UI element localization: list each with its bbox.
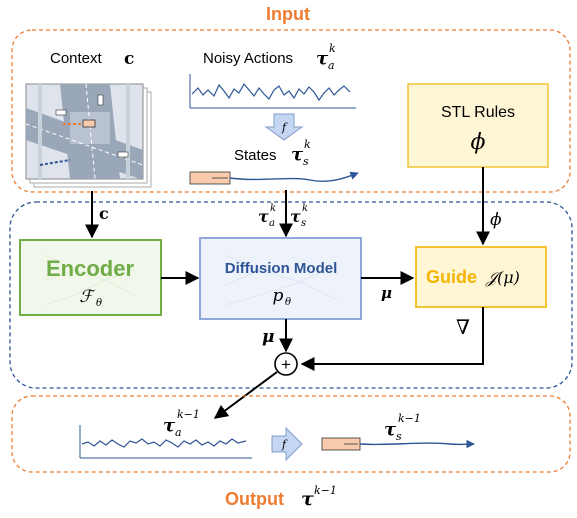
output-states-sub: s [396, 430, 402, 443]
svg-text:τ: τ [290, 207, 301, 226]
states-sup: k [304, 138, 311, 151]
diffusion-model-sub: θ [285, 297, 291, 308]
stl-rules-symbol: ϕ [471, 130, 486, 155]
guide-box: Guide 𝒥(μ) [415, 246, 547, 308]
output-actions-tau: τ [163, 415, 176, 436]
output-section-frame [11, 395, 571, 473]
svg-text:k−1: k−1 [314, 484, 337, 497]
states-sub: s [303, 155, 309, 168]
arrow-guide-gradient [300, 307, 484, 371]
edge-label-c: c [99, 204, 109, 223]
sum-node: + [274, 352, 298, 376]
context-map-image [25, 83, 152, 188]
edge-label-nabla: ∇ [456, 315, 470, 339]
output-actions-sub: a [175, 426, 182, 439]
states-input-group: States τ s k [189, 138, 359, 185]
noisy-actions-curve [191, 82, 351, 102]
svg-text:k: k [302, 203, 308, 214]
diffusion-model-symbol: p [273, 286, 284, 306]
svg-text:τ: τ [301, 488, 314, 510]
stl-rules-box: STL Rules ϕ [407, 83, 549, 168]
dynamics-f-label: f [281, 121, 288, 134]
edge-label-tau-a: τ a k [258, 203, 276, 229]
output-states-group: τ s k−1 [321, 412, 475, 451]
diffusion-model-box: Diffusion Model p θ [199, 237, 362, 320]
sum-symbol: + [281, 355, 291, 374]
guide-label: Guide [426, 267, 477, 287]
output-actions-sup: k−1 [177, 408, 200, 421]
edge-label-tau-s: τ s k [290, 203, 308, 229]
encoder-box: Encoder ℱ θ [19, 239, 162, 316]
input-section-title: Input [266, 4, 310, 24]
dynamics-f-arrow-input: f [264, 113, 304, 141]
states-trajectory [229, 171, 359, 182]
output-states-sup: k−1 [398, 412, 421, 425]
noisy-actions-label: Noisy Actions [203, 50, 293, 67]
svg-text:Output: Output [225, 489, 284, 509]
noisy-actions-sup: k [329, 42, 336, 55]
edge-label-phi: ϕ [490, 210, 502, 230]
svg-text:a: a [269, 218, 275, 229]
dynamics-f-label-output: f [281, 438, 288, 451]
states-tau: τ [291, 144, 304, 165]
output-actions-group: τ a k−1 [79, 408, 252, 459]
context-group: Context c [25, 49, 152, 188]
noisy-actions-tau: τ [316, 48, 329, 69]
svg-text:τ: τ [258, 207, 269, 226]
model-section-frame [9, 201, 573, 389]
states-label: States [234, 147, 277, 164]
noisy-actions-group: Noisy Actions τ a k [189, 42, 356, 109]
noisy-actions-sub: a [328, 59, 335, 72]
output-states-tau: τ [384, 419, 397, 440]
encoder-symbol: ℱ [79, 287, 96, 307]
output-actions-curve [81, 438, 247, 448]
encoder-sub: θ [96, 298, 102, 309]
svg-text:s: s [301, 218, 306, 229]
diffusion-model-label: Diffusion Model [225, 260, 338, 277]
context-symbol: c [124, 49, 134, 69]
output-section-title: Output τ k−1 [225, 484, 337, 510]
stl-rules-label: STL Rules [441, 104, 515, 121]
encoder-label: Encoder [46, 256, 134, 281]
output-states-trajectory [359, 439, 475, 449]
svg-text:k: k [270, 203, 276, 214]
context-label: Context [50, 50, 103, 67]
dynamics-f-arrow-output: f [271, 426, 303, 462]
edge-label-mu-down: μ [262, 327, 274, 347]
input-section-frame [11, 29, 571, 193]
edge-label-mu-guide: μ [381, 284, 392, 302]
arrow-sum-to-output [213, 371, 278, 419]
guide-formula: 𝒥(μ) [485, 268, 520, 287]
